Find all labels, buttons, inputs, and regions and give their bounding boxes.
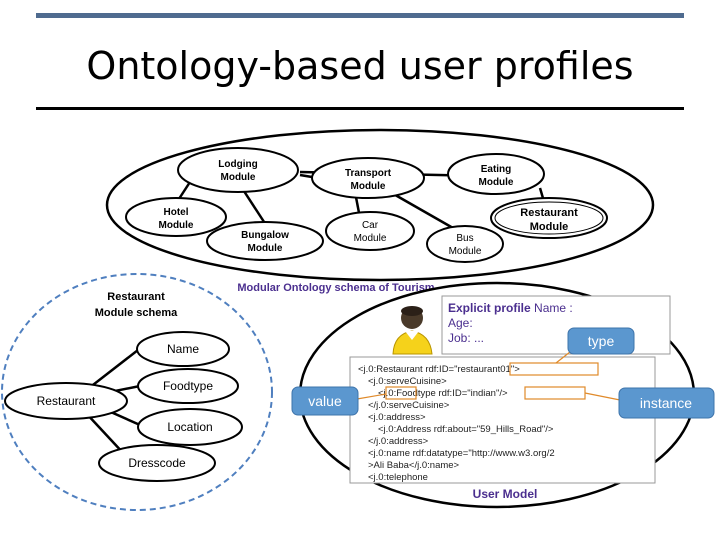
type-highlight-box: [509, 362, 599, 376]
rdf-code-lines: <j.0:Restaurant rdf:ID="restaurant01"> <…: [358, 364, 555, 483]
location-property-label: Location: [167, 420, 212, 434]
name-property-label: Name: [167, 342, 199, 356]
bungalow-module-label-2: Module: [248, 243, 283, 254]
top-accent-rule: [36, 13, 684, 18]
transport-module-node: [311, 157, 425, 199]
value-callout: [291, 386, 359, 416]
location-property-node: [137, 408, 243, 446]
car-module-label-2: Module: [354, 233, 387, 244]
code-line-2: <j.0:serveCuisine>: [368, 376, 447, 387]
profile-age: Age:: [448, 316, 473, 330]
value-highlight-box: [385, 386, 417, 400]
transport-module-label: Transport: [345, 168, 392, 179]
tourism-ontology-schema: Lodging Module Transport Module Eating M…: [105, 128, 655, 294]
code-line-4: </j.0:serveCuisine>: [368, 400, 450, 411]
value-callout-label: value: [308, 393, 342, 409]
restaurant-root-node: [4, 382, 128, 420]
restaurant-module-node: [490, 197, 608, 239]
code-line-6: <j.0:Address rdf:about="59_Hills_Road"/>: [378, 424, 554, 435]
transport-module-label-2: Module: [351, 181, 386, 192]
type-callout: [567, 327, 635, 355]
restaurant-schema-title: Restaurant: [107, 291, 165, 303]
restaurant-root-label: Restaurant: [37, 394, 96, 408]
lodging-module-label-2: Module: [221, 172, 256, 183]
bus-module-label: Bus: [456, 233, 473, 244]
name-property-node: [136, 331, 230, 367]
foodtype-property-label: Foodtype: [163, 379, 213, 393]
hotel-module-node: [125, 197, 227, 237]
user-model: Explicit profile Name : Age: Job: ... <j…: [291, 281, 715, 509]
type-callout-label: type: [588, 333, 615, 349]
lodging-module-label: Lodging: [218, 159, 257, 170]
hotel-module-label-2: Module: [159, 220, 194, 231]
eating-module-node: [447, 153, 545, 195]
restaurant-module-label-2: Module: [530, 221, 569, 233]
code-line-3: <j.0:Foodtype rdf:ID="indian"/>: [378, 388, 508, 399]
restaurant-module-label: Restaurant: [520, 207, 578, 219]
restaurant-module-schema: Restaurant Module schema Restaurant Name…: [1, 273, 273, 511]
user-avatar-icon: [392, 306, 433, 355]
car-module-label: Car: [362, 220, 379, 231]
restaurant-schema-subtitle: Module schema: [95, 307, 178, 319]
code-line-8: <j.0:name rdf:datatype="http://www.w3.or…: [368, 448, 555, 459]
profile-job: Job: ...: [448, 331, 484, 345]
lodging-module-node: [177, 147, 299, 193]
title-underline: [36, 107, 684, 110]
code-line-5: <j.0:address>: [368, 412, 426, 423]
eating-module-label-2: Module: [479, 177, 514, 188]
code-line-9: >Ali Baba</j.0:name>: [368, 460, 460, 471]
explicit-profile-heading: Explicit profile Name :: [448, 301, 573, 315]
eating-module-label: Eating: [481, 164, 512, 175]
car-module-node: [325, 211, 415, 251]
restaurant-module-highlight: [494, 201, 604, 235]
code-line-7: </j.0:address>: [368, 436, 429, 447]
code-line-1: <j.0:Restaurant rdf:ID="restaurant01">: [358, 364, 520, 375]
hotel-module-label: Hotel: [164, 207, 189, 218]
foodtype-property-node: [137, 368, 239, 404]
dresscode-property-node: [98, 444, 216, 482]
user-model-caption: User Model: [473, 487, 538, 501]
dresscode-property-label: Dresscode: [128, 456, 186, 470]
instance-callout-label: instance: [640, 395, 692, 411]
slide-title: Ontology-based user profiles: [86, 44, 634, 88]
bungalow-module-label: Bungalow: [241, 230, 289, 241]
code-line-10: <j.0:telephone: [368, 472, 428, 483]
bus-module-label-2: Module: [449, 246, 482, 257]
rdf-code-box: [349, 356, 656, 484]
instance-callout: [618, 387, 715, 419]
tourism-schema-caption: Modular Ontology schema of Tourism: [237, 282, 434, 294]
bungalow-module-node: [206, 221, 324, 261]
bus-module-node: [426, 225, 504, 263]
